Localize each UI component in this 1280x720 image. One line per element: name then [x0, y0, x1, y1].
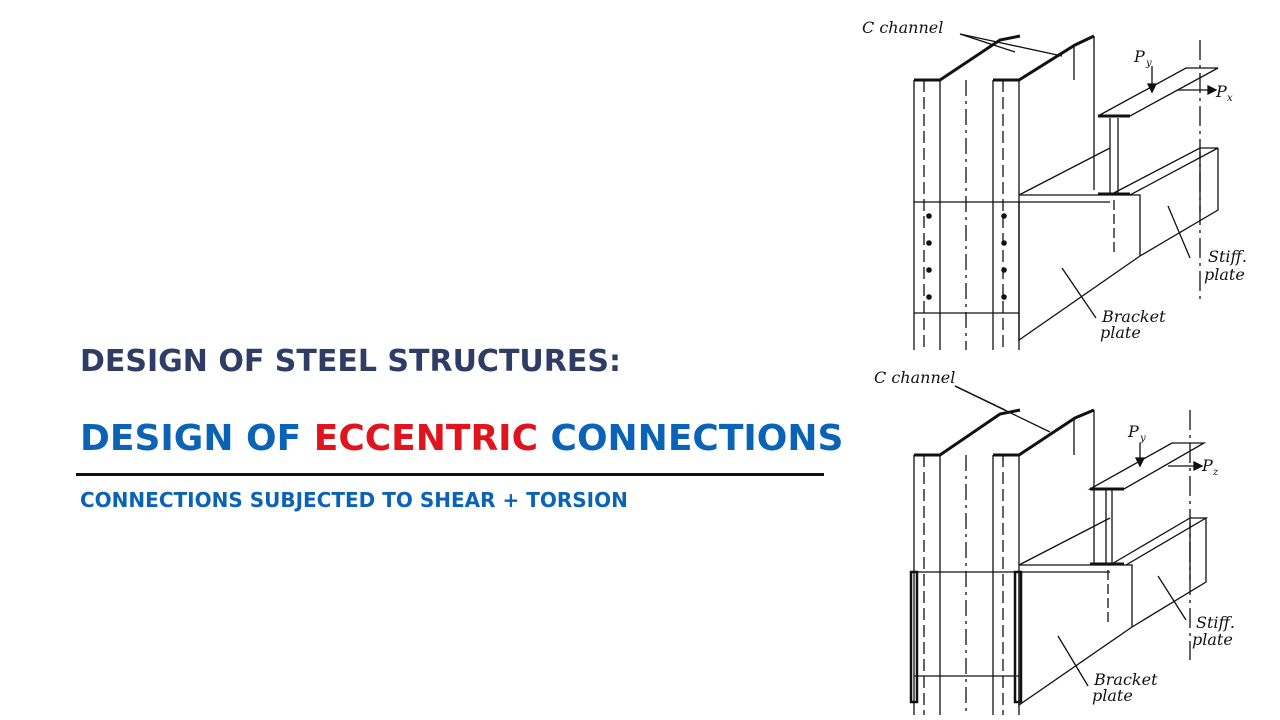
bottom-bracket-label: Bracket [1093, 670, 1158, 689]
top-bracket-plate-label: plate [1100, 323, 1141, 342]
subtopic-title: CONNECTIONS SUBJECTED TO SHEAR + TORSION [80, 488, 628, 512]
bottom-px-subscript: z [1212, 467, 1219, 478]
topic-suffix: CONNECTIONS [538, 418, 844, 459]
bottom-py-label: P [1127, 422, 1139, 441]
title-divider [76, 473, 824, 476]
top-py-label: P [1133, 47, 1145, 66]
bottom-py-subscript: y [1139, 433, 1146, 444]
top-py-subscript: y [1145, 58, 1152, 69]
top-c-channel-label: C channel [862, 18, 943, 37]
topic-accent: ECCENTRIC [313, 418, 538, 459]
bottom-stiff-label: Stiff. [1196, 613, 1235, 632]
connection-diagrams: C channel P y P x Stiff. plate Bracket p… [862, 18, 1247, 715]
bottom-px-label: P [1201, 456, 1213, 475]
top-stiff-plate-label: plate [1204, 265, 1245, 284]
bottom-stiff-plate-label: plate [1192, 630, 1233, 649]
bottom-bracket-plate-label: plate [1092, 686, 1133, 705]
bottom-c-channel-label: C channel [874, 368, 955, 387]
subject-title: DESIGN OF STEEL STRUCTURES: [80, 344, 621, 379]
top-bolted-diagram [913, 33, 1219, 350]
topic-prefix: DESIGN OF [80, 418, 314, 459]
topic-title: DESIGN OF ECCENTRIC CONNECTIONS [80, 418, 843, 459]
bolt-group [926, 213, 1007, 300]
top-stiff-label: Stiff. [1208, 247, 1247, 266]
bottom-welded-diagram [909, 385, 1209, 715]
top-bracket-label: Bracket [1101, 307, 1166, 326]
top-px-subscript: x [1227, 93, 1233, 104]
top-px-label: P [1215, 82, 1227, 101]
